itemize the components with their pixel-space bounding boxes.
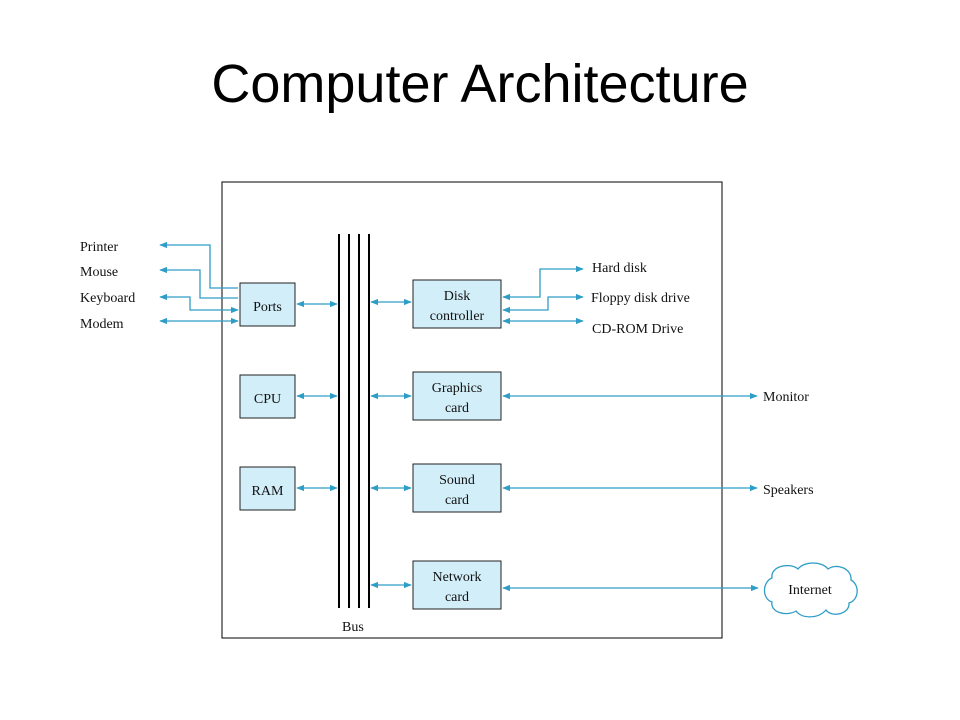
disk-controller-label-line1: Disk — [444, 289, 470, 304]
cd-rom-label: CD-ROM Drive — [592, 322, 683, 337]
peripheral-connectors — [159, 241, 239, 325]
floppy-disk-label: Floppy disk drive — [591, 291, 690, 306]
disk-controller-box — [412, 279, 502, 329]
bus-connectors-left — [296, 300, 338, 492]
mouse-connector — [159, 266, 238, 299]
printer-connector — [159, 241, 238, 289]
bus-connectors-right — [370, 298, 412, 589]
ports-label: Ports — [253, 300, 282, 315]
computer-frame — [221, 181, 723, 639]
sound-card-label-line2: card — [445, 493, 469, 508]
disk-controller-label-line2: controller — [430, 309, 485, 324]
system-bus — [338, 234, 370, 608]
keyboard-connector — [159, 293, 239, 314]
internet-cloud-icon — [763, 562, 858, 618]
modem-label: Modem — [80, 317, 124, 332]
graphics-card-label-line1: Graphics — [432, 381, 483, 396]
network-card-label-line2: card — [445, 590, 469, 605]
network-card-label-line1: Network — [433, 570, 482, 585]
graphics-card-box — [412, 371, 502, 421]
keyboard-label: Keyboard — [80, 291, 135, 306]
hard-disk-connector — [502, 265, 584, 301]
disk-device-connectors — [502, 265, 584, 325]
speakers-label: Speakers — [763, 483, 814, 498]
bus-label: Bus — [342, 620, 364, 635]
cpu-label: CPU — [254, 392, 281, 407]
internet-label: Internet — [788, 583, 832, 598]
hard-disk-label: Hard disk — [592, 261, 647, 276]
sound-card-label-line1: Sound — [439, 473, 475, 488]
network-card-box — [412, 560, 502, 610]
mouse-label: Mouse — [80, 265, 118, 280]
monitor-label: Monitor — [763, 390, 809, 405]
floppy-disk-connector — [503, 297, 583, 309]
graphics-card-label-line2: card — [445, 401, 469, 416]
cpu-box — [239, 374, 296, 419]
ram-box — [239, 466, 296, 511]
printer-label: Printer — [80, 240, 118, 255]
ports-box — [239, 282, 296, 327]
slide-title: Computer Architecture — [211, 54, 749, 114]
sound-card-box — [412, 463, 502, 513]
ram-label: RAM — [252, 484, 284, 499]
floppy-disk-wire — [502, 293, 584, 314]
